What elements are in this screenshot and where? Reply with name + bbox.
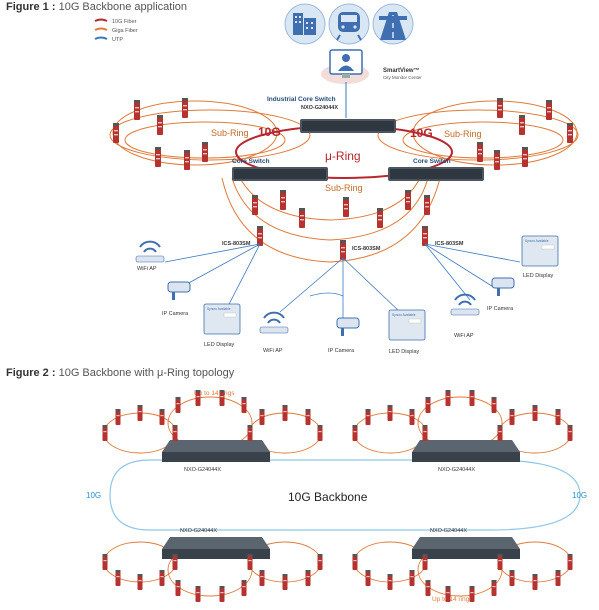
fig2-10g-left: 10G xyxy=(86,491,101,500)
fig2-switch-top-left-label: NXO-G24044X xyxy=(184,467,221,473)
ip-camera-right-icon xyxy=(491,277,515,296)
svg-text:UTP: UTP xyxy=(112,37,123,43)
wifi-ap-mid-icon xyxy=(259,311,289,334)
core-model-label: NXO-G24044X xyxy=(301,105,338,111)
ip-camera-right-label: IP Camera xyxy=(487,306,514,312)
ip-camera-mid-label: IP Camera xyxy=(328,348,355,354)
tenG-left-label: 10G xyxy=(258,125,281,139)
svg-text:Syncro Available: Syncro Available xyxy=(207,307,231,311)
fig2-switch-bottom-left xyxy=(162,537,270,559)
industrial-core-switch xyxy=(300,119,396,133)
left-core-label: Core Switch xyxy=(232,158,270,165)
backbone-label: 10G Backbone xyxy=(288,490,368,504)
ics-mid-label: ICS-803SM xyxy=(352,246,381,252)
subring-left-label: Sub-Ring xyxy=(211,128,249,138)
legend-item-10g-fiber: 10G Fiber xyxy=(94,18,137,25)
svg-text:10G Fiber: 10G Fiber xyxy=(112,19,137,25)
fig2-switch-bottom-left-label: NXO-G24044X xyxy=(180,528,217,534)
subring-bottom-label: Sub-Ring xyxy=(325,183,363,193)
rings-bottom-label: Up to 14 rings xyxy=(432,596,473,603)
led-display-mid-icon: Syncro Available xyxy=(388,309,426,341)
svg-text:Giga Fiber: Giga Fiber xyxy=(112,28,138,34)
wifi-ap-left-icon xyxy=(135,240,165,263)
wifi-ap-left-label: WiFi AP xyxy=(137,266,157,272)
smartview-title: SmartView™ xyxy=(383,67,420,74)
left-core-switch xyxy=(232,167,328,181)
figure1-caption: Figure 1 : 10G Backbone application xyxy=(6,1,188,13)
mu-ring-label: μ-Ring xyxy=(325,149,361,163)
legend: 10G Fiber Giga Fiber UTP xyxy=(94,18,138,43)
highway-icon xyxy=(372,3,414,45)
fig2-10g-right: 10G xyxy=(572,491,587,500)
figure2-caption: Figure 2 : 10G Backbone with μ-Ring topo… xyxy=(6,367,235,379)
fig2-switch-top-left xyxy=(162,440,270,462)
ics-right-label: ICS-803SM xyxy=(435,241,464,247)
right-core-label: Core Switch xyxy=(413,158,451,165)
led-display-right-icon: Syncro Available xyxy=(521,235,559,267)
wifi-ap-right-icon xyxy=(450,293,480,316)
rings-top-label: Up to 14 rings xyxy=(194,390,235,397)
led-display-left-label: LED Display xyxy=(204,342,235,348)
fig2-switch-bottom-right xyxy=(412,537,520,559)
monitor-user-icon xyxy=(321,49,369,84)
ip-camera-left-icon xyxy=(167,281,191,300)
wifi-ap-mid-label: WiFi AP xyxy=(263,348,283,354)
fig2-switch-top-right-label: NXO-G24044X xyxy=(438,467,475,473)
building-icon xyxy=(284,3,326,45)
led-display-mid-label: LED Display xyxy=(389,349,420,355)
smartview-subtitle: City Monitor Center xyxy=(383,75,422,80)
wifi-ap-right-label: WiFi AP xyxy=(454,333,474,339)
backbone-ring xyxy=(109,459,581,531)
tenG-right-label: 10G xyxy=(410,126,433,140)
train-icon xyxy=(328,3,370,45)
ip-camera-mid-icon xyxy=(336,317,360,336)
svg-text:Syncro Available: Syncro Available xyxy=(525,239,549,243)
ics-left-label: ICS-803SM xyxy=(222,241,251,247)
subring-right-label: Sub-Ring xyxy=(444,129,482,139)
led-display-right-label: LED Display xyxy=(523,273,554,279)
led-display-left-icon: Syncro Available xyxy=(203,303,241,335)
right-core-switch xyxy=(388,167,484,181)
legend-item-giga-fiber: Giga Fiber xyxy=(94,27,138,34)
utp-links xyxy=(164,243,521,318)
industrial-core-label: Industrial Core Switch xyxy=(267,96,336,103)
legend-item-utp: UTP xyxy=(94,36,123,43)
fig2-switch-top-right xyxy=(412,440,520,462)
svg-text:Syncro Available: Syncro Available xyxy=(392,313,416,317)
ip-camera-left-label: IP Camera xyxy=(162,311,189,317)
fig2-switch-bottom-right-label: NXO-G24044X xyxy=(430,528,467,534)
